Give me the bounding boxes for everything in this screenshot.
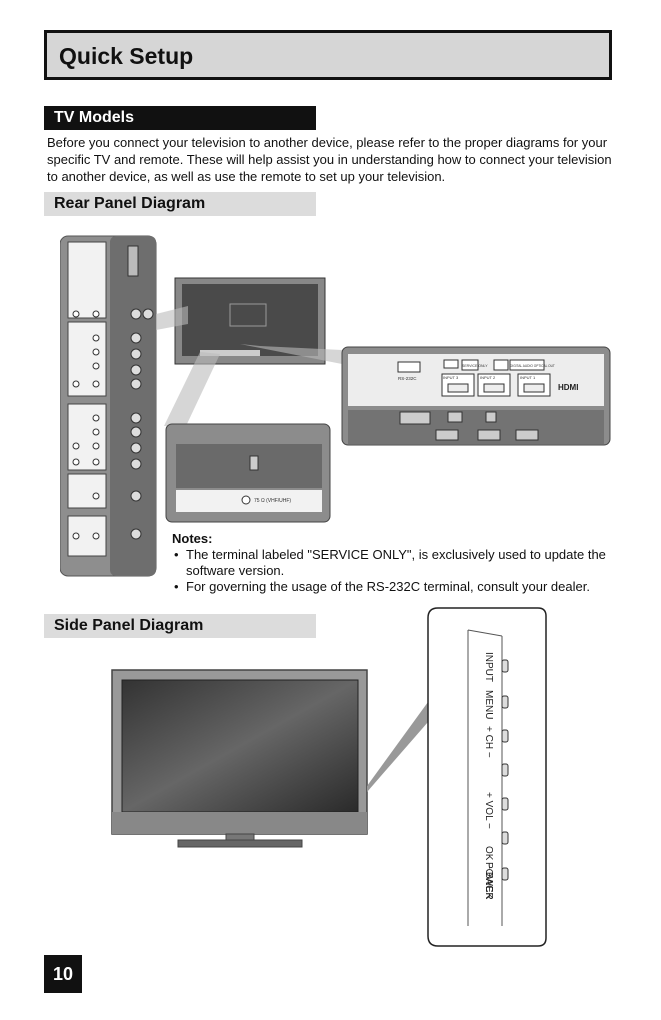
- menu-button-label: MENU: [483, 690, 494, 719]
- input3-label: INPUT 3: [443, 375, 459, 380]
- rs232c-label: RS-232C: [398, 376, 417, 381]
- input2-label: INPUT 2: [480, 375, 496, 380]
- hdmi-logo: HDMI: [558, 383, 578, 392]
- service-only-label: SERVICE ONLY: [462, 364, 488, 368]
- tv-models-heading: TV Models: [44, 106, 316, 130]
- tv-models-intro: Before you connect your television to an…: [47, 135, 612, 184]
- note-item: For governing the usage of the RS-232C t…: [174, 579, 622, 595]
- rear-panel-heading: Rear Panel Diagram: [44, 192, 316, 216]
- antenna-label: 75 Ω (VHF/UHF): [254, 498, 291, 504]
- input1-label: INPUT 1: [520, 375, 536, 380]
- page-title-box: Quick Setup: [44, 30, 612, 80]
- side-panel-diagram: INPUT MENU + CH − + VOL − OK − BACK POWE…: [111, 607, 547, 947]
- power-button-label: POWER: [483, 862, 494, 900]
- notes-title: Notes:: [172, 531, 213, 546]
- rear-panel-diagram: RS-232C SERVICE ONLY DIGITAL AUDIO OPTIC…: [60, 235, 611, 577]
- page-number: 10: [44, 955, 82, 993]
- digital-audio-label: DIGITAL AUDIO OPTICAL OUT: [510, 364, 555, 368]
- notes-block: Notes: The terminal labeled "SERVICE ONL…: [172, 531, 622, 595]
- vol-button-label: + VOL −: [483, 792, 494, 829]
- ch-button-label: + CH −: [483, 726, 494, 758]
- page-title: Quick Setup: [59, 43, 194, 69]
- note-item: The terminal labeled "SERVICE ONLY", is …: [174, 547, 622, 579]
- input-button-label: INPUT: [483, 652, 494, 682]
- ok-back-button-label: OK − BACK: [483, 846, 494, 899]
- side-panel-heading: Side Panel Diagram: [44, 614, 316, 638]
